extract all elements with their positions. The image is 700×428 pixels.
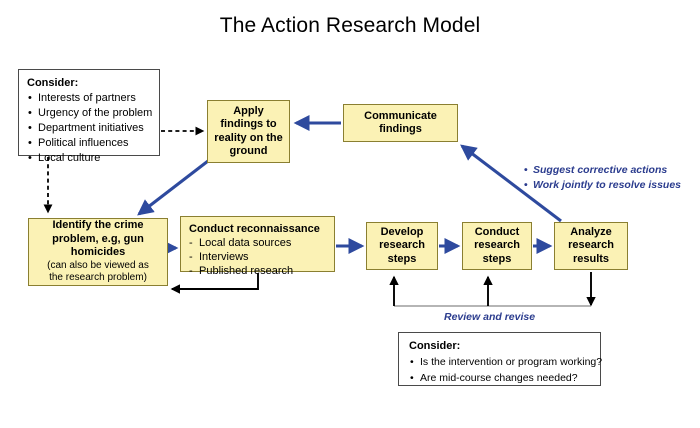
node-line: research bbox=[379, 239, 425, 252]
annotation-review-and-revise: Review and revise bbox=[444, 311, 536, 323]
node-analyze-research-results: Analyze research results bbox=[554, 222, 628, 270]
recon-heading: Conduct reconnaissance bbox=[189, 223, 320, 235]
node-line: Communicate bbox=[364, 109, 437, 122]
node-line: Analyze bbox=[570, 225, 612, 238]
node-apply-findings: Apply findings to reality on the ground bbox=[207, 100, 290, 163]
node-line: research bbox=[568, 239, 614, 252]
node-line: steps bbox=[387, 252, 417, 265]
node-line: results bbox=[572, 252, 610, 265]
page-title: The Action Research Model bbox=[219, 14, 481, 37]
list-item: Is the intervention or program working? bbox=[409, 354, 602, 370]
consider-note-top: Consider: Interests of partners Urgency … bbox=[18, 69, 160, 166]
list-item: Local data sources bbox=[189, 236, 293, 250]
node-conduct-research-steps: Conduct research steps bbox=[462, 222, 532, 270]
node-communicate-findings: Communicate findings bbox=[343, 104, 458, 142]
consider-top-list: Interests of partners Urgency of the pro… bbox=[27, 91, 152, 166]
list-item: Interests of partners bbox=[27, 91, 152, 106]
node-line: homicides bbox=[70, 246, 126, 259]
list-item: Department initiatives bbox=[27, 121, 152, 136]
consider-top-heading: Consider: bbox=[27, 77, 79, 89]
node-subnote: (can also be viewed as bbox=[47, 259, 149, 271]
consider-bottom-heading: Consider: bbox=[409, 340, 461, 352]
list-item: Political influences bbox=[27, 136, 152, 151]
node-line: Identify the crime bbox=[52, 219, 144, 232]
node-line: findings to bbox=[220, 118, 277, 130]
list-item: Urgency of the problem bbox=[27, 106, 152, 121]
list-item: Local culture bbox=[27, 151, 152, 166]
list-item: Suggest corrective actions bbox=[524, 163, 681, 178]
node-line: steps bbox=[482, 252, 512, 265]
node-line: reality on the bbox=[214, 131, 283, 144]
node-line: Conduct bbox=[474, 225, 520, 238]
node-line: research bbox=[474, 239, 520, 252]
node-develop-research-steps: Develop research steps bbox=[366, 222, 438, 270]
node-line: Apply bbox=[233, 104, 264, 117]
list-item: Are mid-course changes needed? bbox=[409, 370, 602, 386]
node-subnote: the research problem) bbox=[49, 272, 147, 284]
node-line: Develop bbox=[380, 225, 424, 238]
annotation-feedback-list: Suggest corrective actions Work jointly … bbox=[524, 163, 681, 193]
node-line: findings bbox=[379, 123, 422, 135]
consider-bottom-list: Is the intervention or program working? … bbox=[409, 354, 602, 386]
annotation-feedback: Suggest corrective actions Work jointly … bbox=[524, 163, 681, 193]
node-identify-problem: Identify the crime problem, e.g, gun hom… bbox=[28, 218, 168, 286]
node-conduct-reconnaissance: Conduct reconnaissance Local data source… bbox=[180, 216, 335, 278]
list-item: Interviews bbox=[189, 250, 293, 264]
node-line: problem, e.g, gun bbox=[52, 232, 144, 245]
consider-note-bottom: Consider: Is the intervention or program… bbox=[398, 332, 602, 386]
arrow-apply-to-identify bbox=[137, 159, 209, 216]
list-item: Work jointly to resolve issues bbox=[524, 178, 681, 193]
list-item: Published research bbox=[189, 264, 293, 278]
node-line: ground bbox=[229, 145, 268, 157]
recon-list: Local data sources Interviews Published … bbox=[189, 236, 293, 278]
